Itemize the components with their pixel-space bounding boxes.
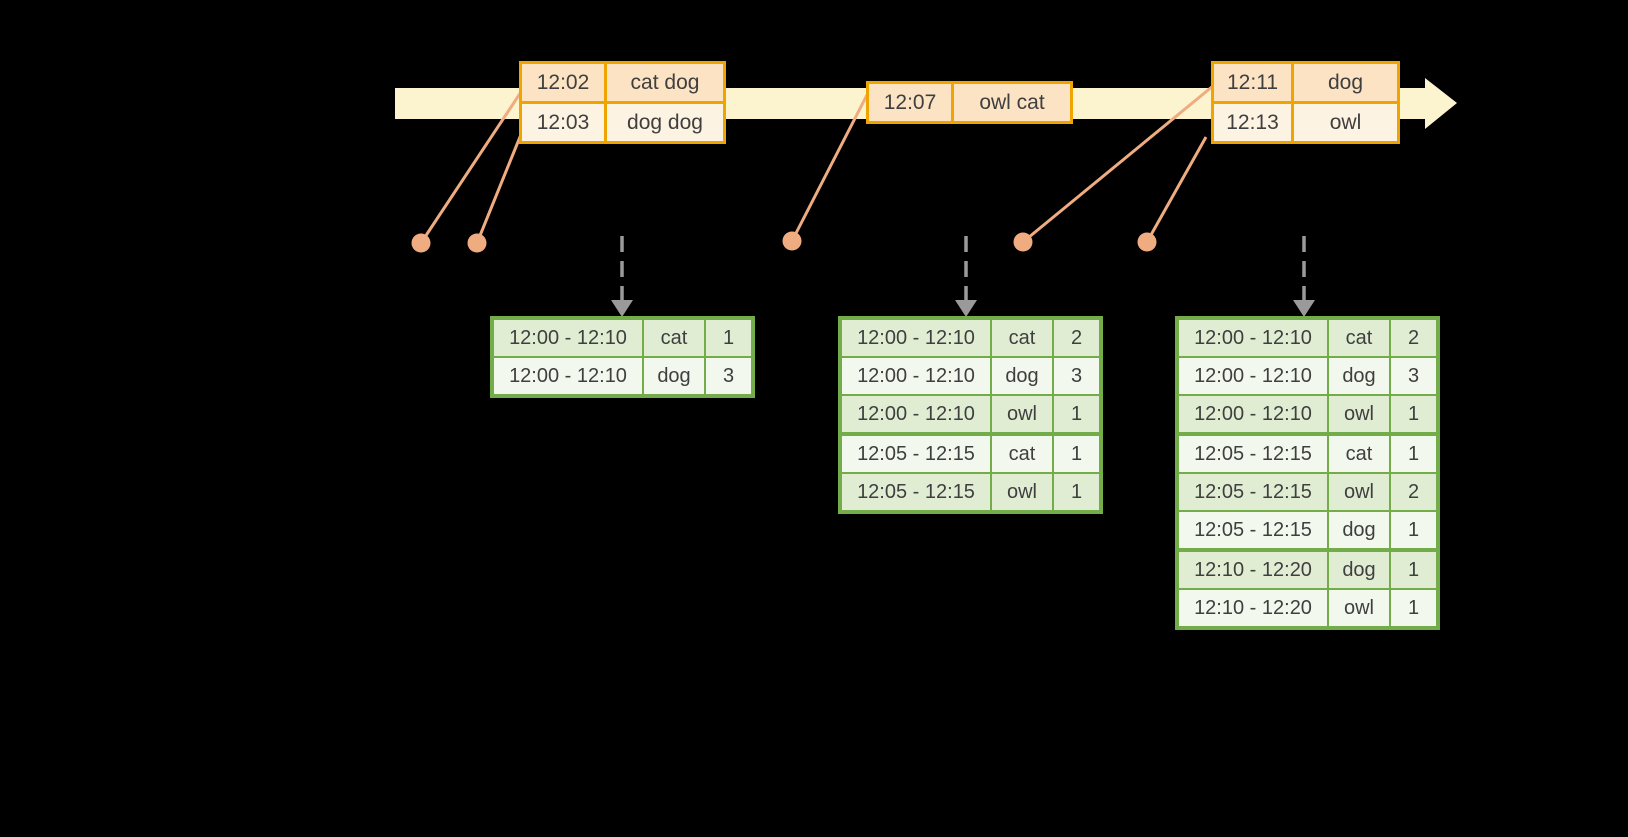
event-line-1203 <box>475 126 526 244</box>
animal-cell: cat <box>642 317 706 358</box>
window-cell: 12:00 - 12:10 <box>839 394 992 435</box>
table-row: 12:02 cat dog <box>519 61 726 104</box>
window-cell: 12:00 - 12:10 <box>491 356 644 397</box>
table-row: 12:00 - 12:10 cat 2 <box>839 317 1102 358</box>
count-cell: 1 <box>1052 394 1102 435</box>
event-table-3: 12:11 dog 12:13 owl <box>1211 61 1400 144</box>
event-words-cell: owl <box>1291 101 1400 144</box>
table-row: 12:00 - 12:10 owl 1 <box>1176 394 1439 435</box>
result-table-3: 12:00 - 12:10 cat 2 12:00 - 12:10 dog 3 … <box>1175 316 1440 630</box>
timeline-arrowhead-icon <box>1425 78 1457 129</box>
window-cell: 12:00 - 12:10 <box>1176 356 1329 396</box>
count-cell: 1 <box>704 317 754 358</box>
window-cell: 12:00 - 12:10 <box>839 356 992 396</box>
event-words-cell: dog dog <box>604 101 726 144</box>
animal-cell: dog <box>642 356 706 397</box>
window-cell: 12:00 - 12:10 <box>1176 317 1329 358</box>
table-row: 12:00 - 12:10 owl 1 <box>839 394 1102 435</box>
count-cell: 3 <box>1052 356 1102 396</box>
event-dots <box>411 231 1157 253</box>
table-row: 12:05 - 12:15 owl 2 <box>1176 472 1439 512</box>
window-cell: 12:10 - 12:20 <box>1176 588 1329 629</box>
animal-cell: owl <box>1327 588 1391 629</box>
table-row: 12:10 - 12:20 dog 1 <box>1176 548 1439 590</box>
event-dot-1213 <box>1137 232 1157 252</box>
table-row: 12:05 - 12:15 owl 1 <box>839 472 1102 513</box>
count-cell: 1 <box>1389 588 1439 629</box>
table-row: 12:00 - 12:10 dog 3 <box>1176 356 1439 396</box>
animal-cell: dog <box>1327 510 1391 551</box>
window-cell: 12:05 - 12:15 <box>1176 510 1329 551</box>
animal-cell: dog <box>1327 548 1391 590</box>
event-dot-1203 <box>467 233 487 253</box>
table-row: 12:00 - 12:10 cat 2 <box>1176 317 1439 358</box>
table-row: 12:11 dog <box>1211 61 1400 104</box>
animal-cell: dog <box>990 356 1054 396</box>
count-cell: 1 <box>1389 394 1439 435</box>
animal-cell: owl <box>990 472 1054 513</box>
window-cell: 12:10 - 12:20 <box>1176 548 1329 590</box>
count-cell: 2 <box>1389 317 1439 358</box>
table-row: 12:10 - 12:20 owl 1 <box>1176 588 1439 629</box>
table-row: 12:00 - 12:10 dog 3 <box>839 356 1102 396</box>
table-row: 12:13 owl <box>1211 101 1400 144</box>
table-row: 12:05 - 12:15 dog 1 <box>1176 510 1439 551</box>
window-cell: 12:00 - 12:10 <box>491 317 644 358</box>
count-cell: 2 <box>1389 472 1439 512</box>
event-dot-1211 <box>1013 232 1033 252</box>
count-cell: 1 <box>1389 510 1439 551</box>
table-row: 12:00 - 12:10 dog 3 <box>491 356 754 397</box>
trigger-arrowhead-icon-2 <box>955 300 977 317</box>
event-marker-lines <box>419 84 1214 244</box>
animal-cell: owl <box>990 394 1054 435</box>
count-cell: 3 <box>1389 356 1439 396</box>
count-cell: 1 <box>1389 548 1439 590</box>
window-cell: 12:00 - 12:10 <box>1176 394 1329 435</box>
window-cell: 12:00 - 12:10 <box>839 317 992 358</box>
count-cell: 2 <box>1052 317 1102 358</box>
animal-cell: cat <box>990 432 1054 474</box>
animal-cell: owl <box>1327 472 1391 512</box>
result-table-1: 12:00 - 12:10 cat 1 12:00 - 12:10 dog 3 <box>490 316 755 398</box>
event-time-cell: 12:02 <box>519 61 607 104</box>
event-table-1: 12:02 cat dog 12:03 dog dog <box>519 61 726 144</box>
trigger-arrowhead-icon-3 <box>1293 300 1315 317</box>
event-time-cell: 12:13 <box>1211 101 1294 144</box>
trigger-arrows <box>620 236 1306 300</box>
window-cell: 12:05 - 12:15 <box>839 432 992 474</box>
trigger-arrowheads <box>611 300 1315 317</box>
animal-cell: cat <box>1327 432 1391 474</box>
count-cell: 3 <box>704 356 754 397</box>
event-words-cell: cat dog <box>604 61 726 104</box>
animal-cell: cat <box>990 317 1054 358</box>
table-row: 12:07 owl cat <box>866 81 1073 124</box>
event-line-1211 <box>1022 84 1214 244</box>
event-words-cell: owl cat <box>951 81 1073 124</box>
table-row: 12:05 - 12:15 cat 1 <box>839 432 1102 474</box>
event-time-cell: 12:03 <box>519 101 607 144</box>
event-dot-1207 <box>782 231 802 251</box>
event-time-cell: 12:11 <box>1211 61 1294 104</box>
event-table-2: 12:07 owl cat <box>866 81 1073 124</box>
window-cell: 12:05 - 12:15 <box>1176 432 1329 474</box>
count-cell: 1 <box>1052 432 1102 474</box>
window-cell: 12:05 - 12:15 <box>839 472 992 513</box>
animal-cell: cat <box>1327 317 1391 358</box>
animal-cell: owl <box>1327 394 1391 435</box>
window-cell: 12:05 - 12:15 <box>1176 472 1329 512</box>
table-row: 12:00 - 12:10 cat 1 <box>491 317 754 358</box>
event-dot-1202 <box>411 233 431 253</box>
animal-cell: dog <box>1327 356 1391 396</box>
event-line-1207 <box>790 92 870 242</box>
count-cell: 1 <box>1389 432 1439 474</box>
count-cell: 1 <box>1052 472 1102 513</box>
table-row: 12:03 dog dog <box>519 101 726 144</box>
event-words-cell: dog <box>1291 61 1400 104</box>
table-row: 12:05 - 12:15 cat 1 <box>1176 432 1439 474</box>
event-line-1202 <box>419 88 525 244</box>
result-table-2: 12:00 - 12:10 cat 2 12:00 - 12:10 dog 3 … <box>838 316 1103 514</box>
event-line-1213 <box>1145 136 1208 243</box>
trigger-arrowhead-icon-1 <box>611 300 633 317</box>
event-time-cell: 12:07 <box>866 81 954 124</box>
